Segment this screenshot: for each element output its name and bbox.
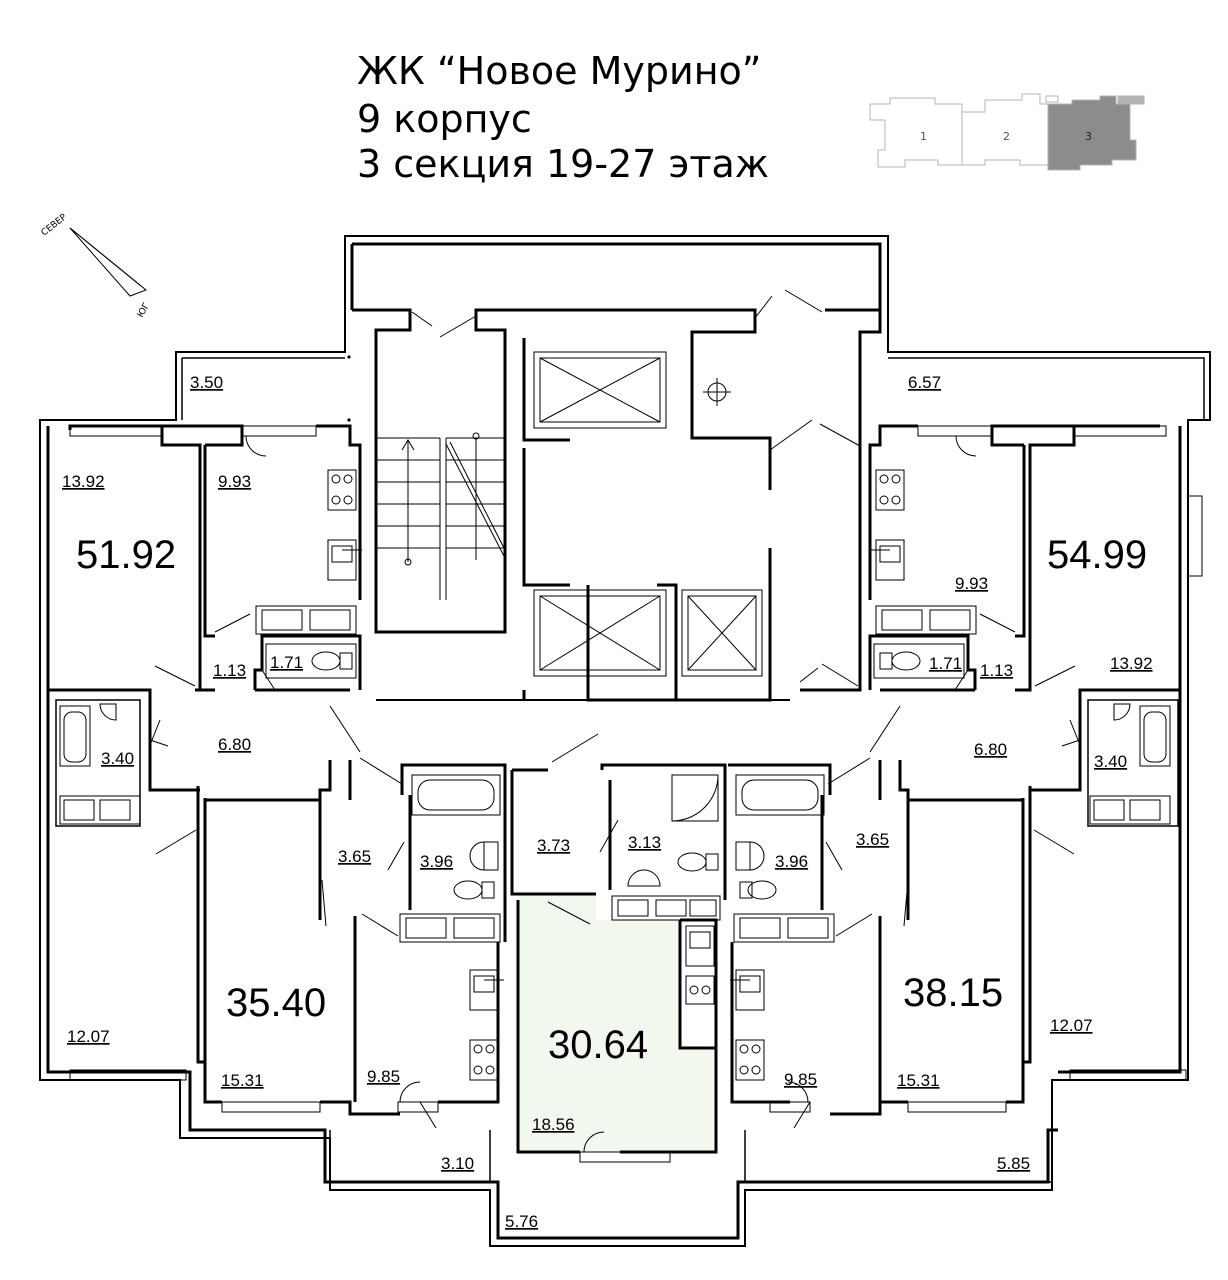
apartment-area-54-99: 54.99 xyxy=(1047,533,1147,577)
apartment-area-38-15: 38.15 xyxy=(903,971,1003,1015)
apartment-area-35-40: 35.40 xyxy=(226,981,326,1025)
room-area-label: 3.40 xyxy=(101,749,134,768)
building-title: 9 корпус xyxy=(357,97,532,141)
room-area-label: 9.85 xyxy=(784,1070,817,1089)
room-area-label: 9.93 xyxy=(955,574,988,593)
compass-north: СЕВЕР xyxy=(40,212,70,238)
room-area-label: 3.40 xyxy=(1094,752,1127,771)
fixtures xyxy=(59,289,1203,1163)
marker-dot xyxy=(347,355,351,359)
room-area-label: 15.31 xyxy=(897,1071,940,1090)
room-area-label: 15.31 xyxy=(221,1071,264,1090)
key-plan xyxy=(869,93,1145,171)
room-area-label: 12.07 xyxy=(67,1027,110,1046)
marker-dot xyxy=(347,418,351,422)
room-area-label: 3.65 xyxy=(856,830,889,849)
room-area-label: 3.96 xyxy=(775,852,808,871)
room-area-label: 9.85 xyxy=(367,1067,400,1086)
compass-arrow xyxy=(69,227,147,297)
room-area-label: 6.57 xyxy=(908,373,941,392)
key-plan-label-1: 1 xyxy=(920,130,927,143)
room-area-label: 6.80 xyxy=(218,735,251,754)
room-area-label: 3.65 xyxy=(338,847,371,866)
complex-title: ЖК “Новое Мурино” xyxy=(357,49,762,93)
studio-apartment-fill xyxy=(518,894,716,1152)
room-area-label: 5.76 xyxy=(505,1212,538,1231)
room-area-label: 13.92 xyxy=(62,472,105,491)
section-floor-title: 3 секция 19-27 этаж xyxy=(357,142,769,186)
room-area-label: 5.85 xyxy=(997,1154,1030,1173)
room-area-label: 1.71 xyxy=(929,654,962,673)
room-area-label: 13.92 xyxy=(1110,654,1153,673)
room-area-label: 1.13 xyxy=(213,661,246,680)
room-area-label: 3.96 xyxy=(420,852,453,871)
apartment-area-30-64: 30.64 xyxy=(548,1023,648,1067)
room-area-label: 18.56 xyxy=(532,1115,575,1134)
key-plan-label-3: 3 xyxy=(1085,130,1092,143)
room-area-label: 3.10 xyxy=(441,1154,474,1173)
apartment-area-51-92: 51.92 xyxy=(76,533,176,577)
room-area-label: 3.50 xyxy=(190,373,223,392)
room-area-label: 12.07 xyxy=(1050,1016,1093,1035)
room-area-label: 1.13 xyxy=(980,661,1013,680)
room-area-label: 6.80 xyxy=(974,740,1007,759)
compass-south: ЮГ xyxy=(136,301,152,319)
key-plan-label-2: 2 xyxy=(1003,130,1010,143)
room-area-label: 3.13 xyxy=(628,833,661,852)
room-area-label: 1.71 xyxy=(270,653,303,672)
room-area-label: 3.73 xyxy=(537,836,570,855)
room-area-label: 9.93 xyxy=(218,472,251,491)
key-plan-section-3 xyxy=(1047,95,1137,171)
